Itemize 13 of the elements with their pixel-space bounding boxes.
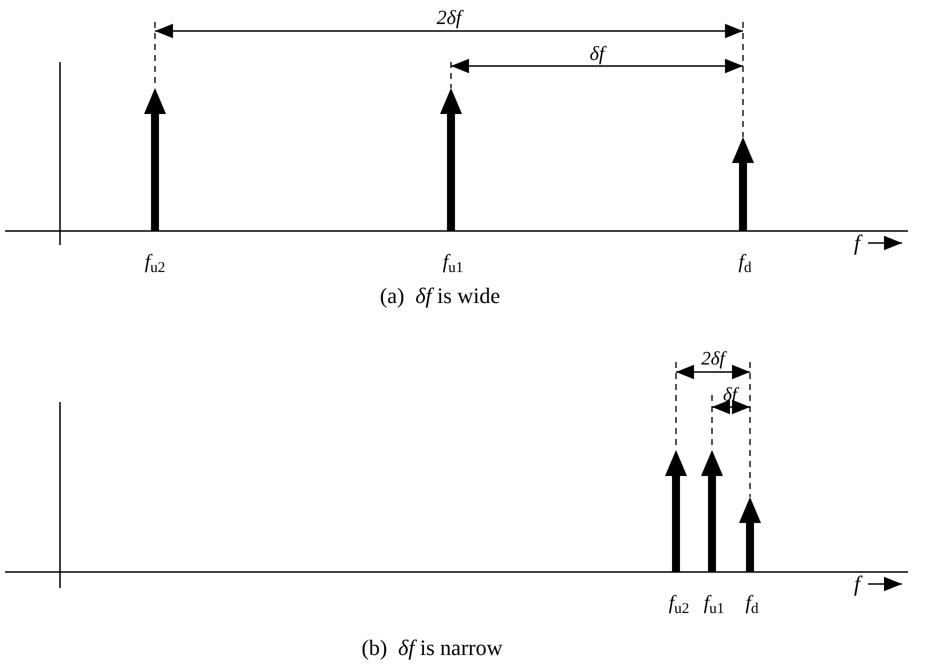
frequency-label: f$_{u1}$ [442,252,464,272]
frequency-label: f$_{u1}$ [704,593,724,613]
dimension-label: 2δf [701,350,725,368]
frequency-label: f$_{u2}$ [668,593,690,613]
panel-caption: (b) δf is narrow [362,637,502,659]
axis-label: f [854,232,860,254]
dimension-label: 2δf [436,8,462,28]
frequency-label: f$_{u2}$ [144,252,166,272]
panel-caption: (a) δf is wide [380,285,500,307]
axis-label: f [854,573,860,595]
frequency-label: f$_{d}$ [738,252,752,272]
frequency-label: f$_{d}$ [745,593,759,613]
dimension-label: δf [590,44,604,64]
